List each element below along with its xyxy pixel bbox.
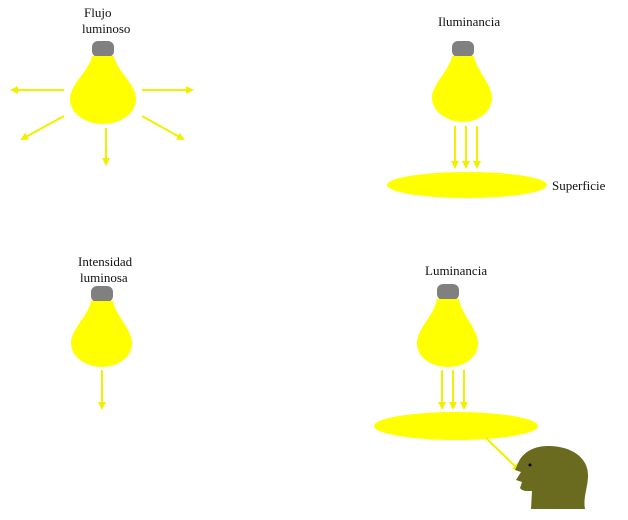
surface-ellipse — [387, 172, 547, 198]
head-eye — [529, 464, 532, 467]
panel-illuminance: Iluminancia Superficie — [387, 14, 606, 198]
light-bulb-icon — [417, 284, 478, 367]
label-surface: Superficie — [552, 178, 606, 193]
bulb-base — [91, 286, 113, 302]
illuminance-arrows — [455, 126, 477, 167]
light-bulb-icon — [70, 41, 136, 124]
light-bulb-icon — [71, 286, 132, 367]
panel-luminous-flux: Flujo luminoso — [12, 5, 192, 164]
label-illuminance: Iluminancia — [438, 14, 500, 29]
head-silhouette — [515, 446, 588, 509]
label-luminance: Luminancia — [425, 263, 487, 278]
bulb-glass — [432, 56, 492, 122]
bulb-glass — [71, 301, 132, 367]
bulb-glass — [417, 299, 478, 367]
label-flux-line1: Flujo — [84, 5, 111, 20]
panel-luminance: Luminancia — [374, 263, 588, 509]
bulb-base — [92, 41, 114, 57]
label-flux-line2: luminoso — [82, 21, 130, 36]
luminance-arrows — [442, 370, 464, 408]
bulb-base — [452, 41, 474, 57]
arrow-lower-right — [142, 116, 183, 139]
label-intensity-line1: Intensidad — [78, 254, 133, 269]
surface-ellipse — [374, 412, 538, 440]
arrow-lower-left — [22, 116, 64, 139]
panel-luminous-intensity: Intensidad luminosa — [71, 254, 133, 408]
bulb-base — [437, 284, 459, 300]
label-intensity-line2: luminosa — [80, 270, 128, 285]
bulb-glass — [70, 56, 136, 124]
light-bulb-icon — [432, 41, 492, 122]
reflected-arrow — [486, 438, 519, 470]
human-head-icon — [515, 446, 588, 509]
